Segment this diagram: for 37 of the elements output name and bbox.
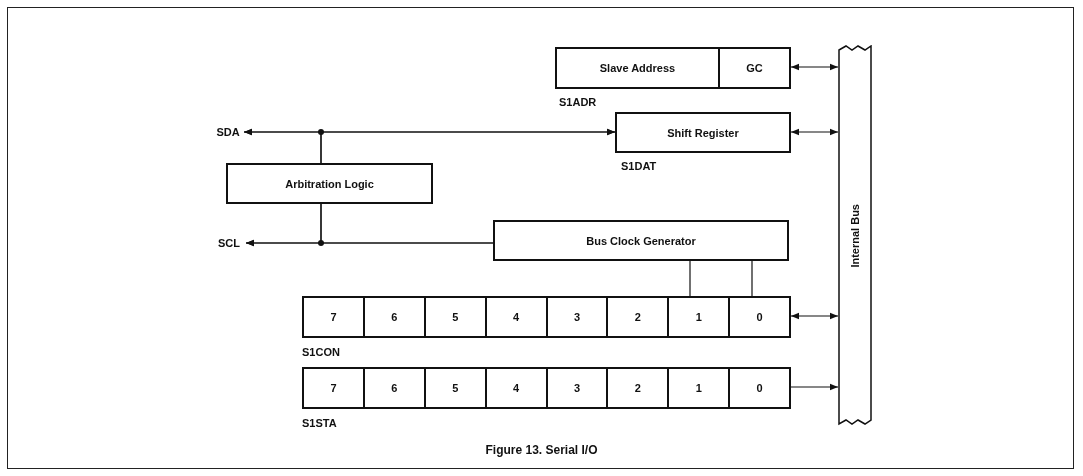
connector-line bbox=[689, 260, 691, 297]
bit-cell: 1 bbox=[667, 296, 731, 338]
signal-label: SDA bbox=[212, 124, 244, 140]
bit-cell: 3 bbox=[545, 296, 609, 338]
bit-cell: 4 bbox=[484, 296, 548, 338]
bit-cell: 7 bbox=[302, 367, 365, 409]
register-name: S1ADR bbox=[559, 96, 597, 108]
arrow bbox=[790, 128, 839, 136]
clock-generator-block: Bus Clock Generator bbox=[493, 220, 789, 261]
arrow bbox=[320, 128, 616, 164]
arrow bbox=[790, 63, 839, 71]
logic-block: Arbitration Logic bbox=[226, 163, 433, 204]
bit-cell: 7 bbox=[302, 296, 365, 338]
bit-cell: 2 bbox=[606, 296, 670, 338]
register-name: S1STA bbox=[302, 417, 337, 429]
register-field: Slave Address bbox=[555, 47, 720, 89]
figure-caption: Figure 13. Serial I/O bbox=[484, 443, 599, 457]
bit-cell: 0 bbox=[728, 296, 791, 338]
bit-cell: 5 bbox=[423, 296, 487, 338]
register-box: Shift Register bbox=[615, 112, 791, 153]
connector-line bbox=[751, 260, 753, 297]
connector-line bbox=[320, 203, 494, 244]
register-field: GC bbox=[718, 47, 791, 89]
bit-cell: 3 bbox=[545, 367, 609, 409]
register-name: S1CON bbox=[302, 346, 340, 358]
internal-bus-bar bbox=[838, 45, 872, 426]
bit-cell: 5 bbox=[423, 367, 487, 409]
bus-label: Internal Bus bbox=[849, 203, 861, 268]
bit-cell: 6 bbox=[362, 296, 426, 338]
arrow bbox=[790, 312, 839, 320]
signal-label: SCL bbox=[212, 235, 246, 251]
bit-cell: 0 bbox=[728, 367, 791, 409]
bit-cell: 6 bbox=[362, 367, 426, 409]
arrow bbox=[790, 383, 839, 391]
bit-cell: 4 bbox=[484, 367, 548, 409]
bit-cell: 1 bbox=[667, 367, 731, 409]
bit-cell: 2 bbox=[606, 367, 670, 409]
